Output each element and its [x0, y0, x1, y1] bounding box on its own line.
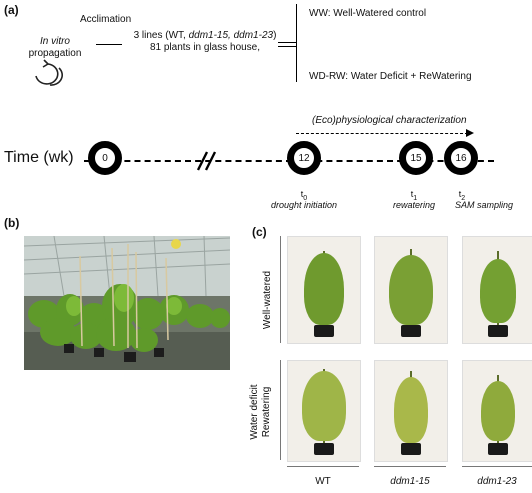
acclimation-label: Acclimation — [80, 14, 132, 25]
col-label-ddm1-15: ddm1-15 — [390, 476, 430, 487]
timepoint-12: 12 — [287, 141, 321, 175]
in-vitro-text: In vitro — [39, 36, 70, 47]
branch-line-bottom — [278, 46, 297, 47]
row-label-water-deficit-line2: Rewatering — [261, 386, 272, 438]
lines-text: 3 lines (WT, ddm1-15, ddm1-23) — [133, 30, 277, 41]
row-divider-well — [280, 236, 281, 343]
t2-marker: t2 — [458, 189, 466, 202]
photo-deficit-wt — [287, 360, 361, 462]
rewatering-label: rewatering — [392, 200, 436, 210]
t0-marker: t0 — [300, 189, 308, 202]
photo-well-ddm1-23 — [462, 236, 532, 344]
plants-text: 81 plants in glass house, — [149, 42, 261, 53]
branch-line-top — [278, 42, 297, 43]
col-label-ddm1-23: ddm1-23 — [477, 476, 517, 487]
photo-deficit-ddm1-15 — [374, 360, 448, 462]
ww-label: WW: Well-Watered control — [309, 8, 427, 19]
branch-vertical — [296, 4, 297, 82]
photo-well-wt — [287, 236, 361, 344]
time-break-icon — [196, 151, 217, 171]
row-label-water-deficit-line1: Water deficit — [249, 384, 260, 440]
row-label-well-watered: Well-watered — [262, 270, 273, 330]
eco-characterization-label: (Eco)physiological characterization — [312, 115, 467, 126]
eco-dashed-line — [296, 133, 468, 134]
time-axis-label: Time (wk) — [4, 149, 74, 166]
acclimation-connector — [96, 44, 122, 45]
col-divider-ddm1-15 — [374, 466, 446, 467]
row-divider-deficit — [280, 360, 281, 460]
propagation-text: propagation — [28, 48, 82, 59]
col-divider-ddm1-23 — [462, 466, 532, 467]
panel-b-label: (b) — [4, 216, 20, 230]
row-label-water-deficit: Water deficit Rewatering — [249, 369, 273, 455]
lines-description: 3 lines (WT, ddm1-15, ddm1-23) 81 plants… — [126, 30, 284, 54]
panel-c-label: (c) — [252, 225, 267, 239]
timepoint-0: 0 — [88, 141, 122, 175]
timepoint-15: 15 — [399, 141, 433, 175]
wdrw-label: WD-RW: Water Deficit + ReWatering — [309, 71, 472, 82]
eco-arrow-head-icon — [466, 129, 474, 137]
cycle-arrows-icon — [35, 59, 63, 86]
greenhouse-photo-drawing — [24, 236, 230, 370]
t1-marker: t1 — [410, 189, 418, 202]
col-label-wt: WT — [315, 476, 331, 487]
col-divider-wt — [287, 466, 359, 467]
greenhouse-photo — [24, 236, 230, 370]
panel-a-label: (a) — [4, 3, 19, 17]
sam-sampling-label: SAM sampling — [454, 200, 514, 210]
timepoint-16: 16 — [444, 141, 478, 175]
photo-deficit-ddm1-23 — [462, 360, 532, 462]
photo-well-ddm1-15 — [374, 236, 448, 344]
drought-initiation-label: drought initiation — [270, 200, 338, 210]
propagation-label: In vitro propagation — [14, 36, 96, 60]
